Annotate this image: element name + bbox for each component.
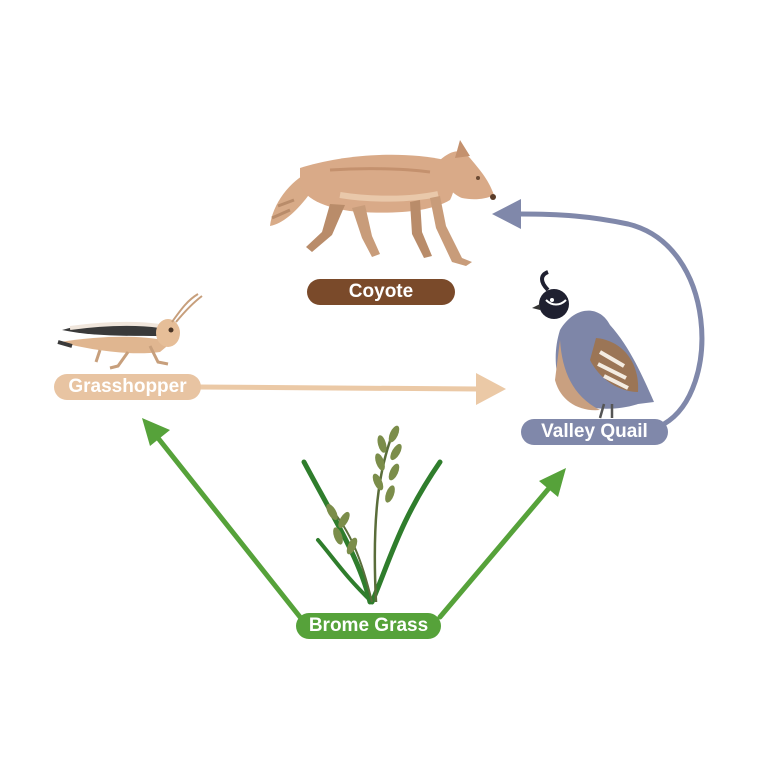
grasshopper-icon <box>57 293 203 370</box>
coyote-label: Coyote <box>307 279 455 305</box>
grass-icon <box>301 425 443 605</box>
arrow-brome-to-grasshopper <box>142 418 303 620</box>
coyote-icon <box>270 140 496 266</box>
arrow-quail-to-coyote <box>492 199 705 427</box>
arrow-brome-to-quail <box>437 468 566 620</box>
brome-grass-label: Brome Grass <box>296 613 441 639</box>
arrow-grasshopper-to-quail <box>195 373 506 405</box>
valley-quail-label: Valley Quail <box>521 419 668 445</box>
quail-icon <box>532 270 654 419</box>
grasshopper-label: Grasshopper <box>54 374 201 400</box>
